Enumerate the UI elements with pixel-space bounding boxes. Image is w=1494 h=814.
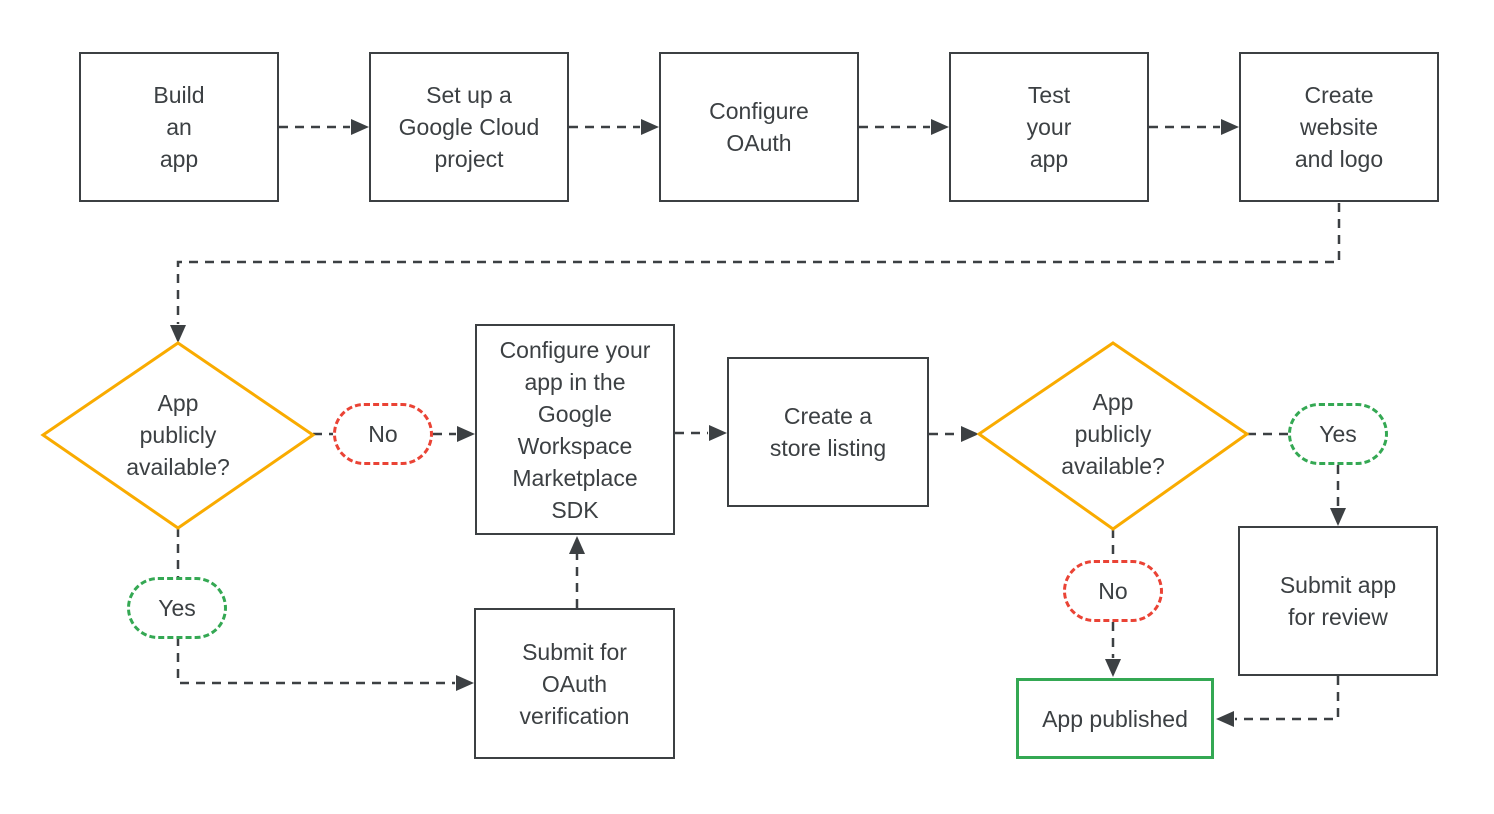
connector-test-to-website xyxy=(1149,119,1239,135)
process-box-build-an-app: Build an app xyxy=(79,52,279,202)
connector-project-to-oauth xyxy=(569,119,659,135)
connector-oauth-to-test xyxy=(859,119,949,135)
edge-label-yes-left: Yes xyxy=(127,577,227,639)
process-box-create-a-store-listing: Create a store listing xyxy=(727,357,929,507)
connector-yes-to-verification xyxy=(176,637,474,691)
edge-label-no-right: No xyxy=(1063,560,1163,622)
connector-review-to-published xyxy=(1216,676,1340,727)
process-box-submit-for-oauth-verification: Submit for OAuth verification xyxy=(474,608,675,759)
edge-label-yes-right: Yes xyxy=(1288,403,1388,465)
decision-diamond-right xyxy=(976,341,1250,531)
connector-listing-to-right-decision xyxy=(929,426,979,442)
decision-label-right-app-publicly-available: App publicly available? xyxy=(1061,389,1165,479)
decision-diamond-left xyxy=(40,341,316,530)
process-box-submit-app-for-review: Submit app for review xyxy=(1238,526,1438,676)
decision-label-left-app-publicly-available: App publicly available? xyxy=(126,390,230,480)
process-box-test-your-app: Test your app xyxy=(949,52,1149,202)
process-box-configure-oauth: Configure OAuth xyxy=(659,52,859,202)
connector-sdk-to-listing xyxy=(675,425,727,441)
process-box-configure-app-in-marketplace-sdk: Configure your app in the Google Workspa… xyxy=(475,324,675,535)
terminal-box-app-published: App published xyxy=(1016,678,1214,759)
process-box-setup-google-cloud-project: Set up a Google Cloud project xyxy=(369,52,569,202)
connector-build-to-project xyxy=(279,119,369,135)
edge-label-no-left: No xyxy=(333,403,433,465)
connector-website-to-left-decision xyxy=(170,203,1341,343)
connector-verification-to-sdk xyxy=(569,536,585,608)
connector-no-to-published xyxy=(1105,622,1121,677)
connector-no-to-sdk xyxy=(433,426,475,442)
process-box-create-website-and-logo: Create website and logo xyxy=(1239,52,1439,202)
connector-yes-to-review xyxy=(1330,465,1346,526)
